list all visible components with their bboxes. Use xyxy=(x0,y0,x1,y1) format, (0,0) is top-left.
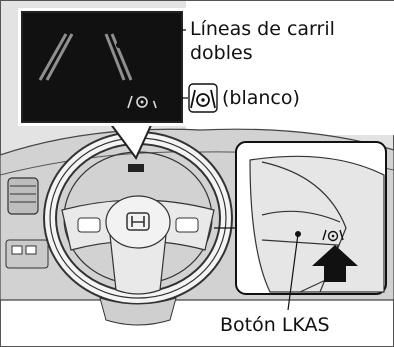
lkas-button-label: Botón LKAS xyxy=(220,314,330,336)
lkas-display-icon xyxy=(127,95,157,109)
lkas-steering-icon xyxy=(188,83,218,113)
lkas-button-zoom xyxy=(235,141,387,295)
callout-white-area xyxy=(186,1,394,135)
brand-emblem xyxy=(126,212,150,231)
air-vent-left xyxy=(7,177,39,215)
press-arrow-icon xyxy=(312,245,358,282)
button-leader xyxy=(287,233,299,311)
lane-lines-leader xyxy=(118,29,169,46)
indicator-color-label: (blanco) xyxy=(222,87,300,109)
lane-lines-label-line2: dobles xyxy=(190,42,253,64)
lane-lines-label-line1: Líneas de carril xyxy=(190,18,335,40)
double-lane-lines xyxy=(38,33,133,81)
steering-wheel xyxy=(43,131,233,305)
